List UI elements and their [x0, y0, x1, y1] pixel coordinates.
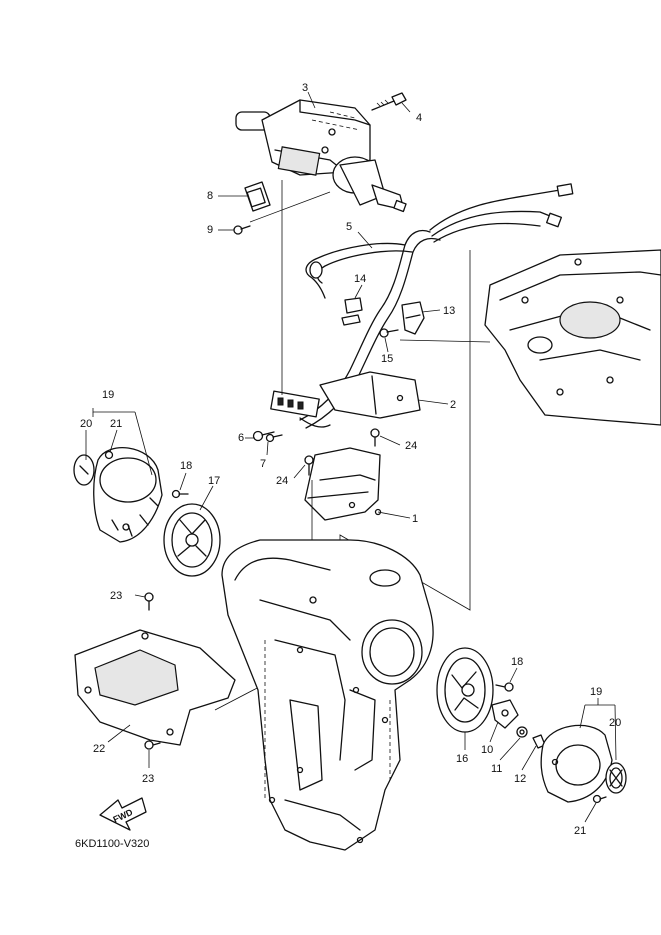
- callout-13: 13: [443, 305, 455, 317]
- steering-column-assembly: [235, 99, 407, 213]
- bracket-1: [304, 447, 382, 521]
- callout-24-upper: 24: [405, 440, 417, 452]
- diagram-code: 6KD1100-V320: [75, 838, 149, 850]
- callout-4: 4: [416, 112, 422, 124]
- callout-17: 17: [208, 475, 220, 487]
- fwd-arrow-icon: [99, 797, 147, 831]
- screw-21-left: [104, 450, 114, 460]
- cover-19-left: [93, 447, 163, 543]
- terminal-block: [270, 390, 331, 428]
- plate-8: [244, 181, 271, 212]
- cover-22: [74, 629, 236, 746]
- leader-lines: [85, 91, 617, 823]
- callout-1: 1: [412, 513, 418, 525]
- cap-20-right: [605, 762, 627, 794]
- bolt-24-lower: [304, 455, 314, 476]
- main-housing: [221, 539, 434, 851]
- cover-19-right: [540, 724, 613, 803]
- clip-14: [341, 297, 363, 326]
- callout-10: 10: [481, 744, 493, 756]
- callout-7: 7: [260, 458, 266, 470]
- pulley-16: [436, 647, 494, 733]
- bolt-4: [371, 92, 407, 111]
- callout-12: 12: [514, 773, 526, 785]
- pulley-17: [163, 503, 221, 577]
- callout-20-right: 20: [609, 717, 621, 729]
- nut-11: [516, 726, 528, 738]
- callout-11: 11: [491, 763, 502, 775]
- screw-23-upper: [144, 592, 154, 611]
- callout-8: 8: [207, 190, 213, 202]
- screw-23-lower: [144, 740, 161, 750]
- screw-9: [233, 225, 251, 235]
- callout-22: 22: [93, 743, 105, 755]
- screw-21-right: [592, 794, 607, 804]
- callout-19-right: 19: [590, 686, 602, 698]
- bracket-13: [401, 301, 425, 335]
- callout-14: 14: [354, 273, 366, 285]
- callout-18-left: 18: [180, 460, 192, 472]
- callout-6: 6: [238, 432, 244, 444]
- screw-6: [252, 430, 275, 442]
- bolt-18-left: [171, 489, 189, 499]
- callout-16: 16: [456, 753, 468, 765]
- callout-20-left: 20: [80, 418, 92, 430]
- callout-15: 15: [381, 353, 393, 365]
- cap-20-left: [73, 454, 95, 486]
- plate-2: [319, 371, 421, 419]
- engine-mount-plate: [484, 249, 661, 426]
- bolt-18-right: [495, 682, 514, 692]
- wire-harness: [429, 183, 574, 243]
- callout-21-left: 21: [110, 418, 122, 430]
- callout-3: 3: [302, 82, 308, 94]
- callout-18-right: 18: [511, 656, 523, 668]
- callout-21-right: 21: [574, 825, 586, 837]
- screw-7: [265, 433, 283, 443]
- callout-9: 9: [207, 224, 213, 236]
- bolt-15: [379, 328, 399, 338]
- bolt-24-upper: [370, 428, 380, 447]
- callout-2: 2: [450, 399, 456, 411]
- callout-24-lower: 24: [276, 475, 288, 487]
- callout-23-lower: 23: [142, 773, 154, 785]
- callout-numbers: 3 4 8 9 5 14 13 15 2 24 6 7 24 1 19 20 2…: [80, 82, 621, 837]
- callout-23-upper: 23: [110, 590, 122, 602]
- bracket-10: [491, 699, 519, 729]
- callout-19-left: 19: [102, 389, 114, 401]
- callout-5: 5: [346, 221, 352, 233]
